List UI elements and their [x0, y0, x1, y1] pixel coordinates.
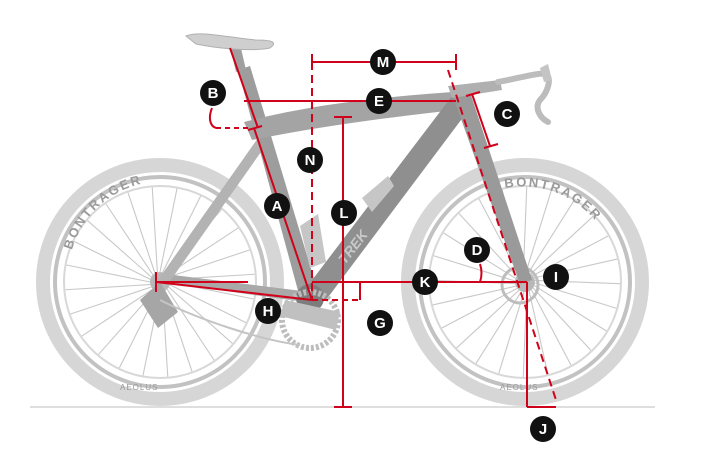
wheel-spoke	[105, 203, 154, 276]
measure-fork-axis	[447, 69, 557, 401]
wheel-spoke	[528, 290, 549, 375]
wheel-spoke	[525, 190, 552, 273]
svg-text:E: E	[374, 93, 384, 110]
svg-text:I: I	[554, 269, 558, 286]
handlebar	[448, 64, 552, 125]
wheel-spoke	[73, 240, 151, 280]
measure-c-line	[471, 93, 491, 147]
measurement-badges: A B C D E G H I J K L M N	[200, 49, 569, 442]
wheel-spoke	[168, 249, 250, 278]
measure-b-line	[229, 47, 259, 129]
badge-c: C	[494, 101, 520, 127]
saddle	[185, 33, 274, 72]
wheel-spoke	[166, 288, 215, 361]
wheel-spoke	[498, 291, 525, 374]
wheel-spoke	[127, 192, 156, 274]
svg-text:A: A	[272, 198, 283, 215]
wheel-spoke	[159, 188, 178, 273]
badge-m: M	[370, 49, 396, 75]
wheel-spoke	[70, 286, 152, 315]
svg-text:N: N	[305, 152, 316, 169]
badge-j: J	[530, 416, 556, 442]
front-hub-brand: AEOLUS	[500, 383, 538, 392]
wheel-spoke	[530, 215, 594, 275]
badge-d: D	[464, 237, 490, 263]
badge-h: H	[255, 298, 281, 324]
wheel-spoke	[528, 200, 575, 273]
wheel-spoke	[532, 235, 609, 277]
badge-a: A	[264, 193, 290, 219]
badge-b: B	[200, 80, 226, 106]
svg-text:L: L	[339, 205, 348, 222]
measure-c-tick-bottom	[483, 143, 499, 149]
svg-text:H: H	[263, 303, 274, 320]
measure-h-line-main	[155, 281, 313, 301]
wheel-spoke	[162, 195, 202, 273]
badge-l: L	[331, 200, 357, 226]
wheel-spoke	[534, 285, 607, 332]
svg-text:B: B	[208, 85, 219, 102]
measure-d-arc	[479, 263, 483, 283]
svg-text:G: G	[374, 315, 386, 332]
wheel-spoke	[169, 284, 247, 324]
measure-c-tick-top	[465, 91, 481, 97]
wheel-spoke	[530, 289, 572, 366]
svg-text:D: D	[472, 242, 483, 259]
badge-k: K	[412, 269, 438, 295]
wheel-spoke	[151, 187, 158, 273]
wheel-spoke	[81, 288, 154, 337]
svg-text:M: M	[377, 54, 390, 71]
svg-text:K: K	[420, 274, 431, 291]
badge-e: E	[366, 88, 392, 114]
svg-text:C: C	[502, 106, 513, 123]
wheel-spoke	[87, 220, 152, 278]
measure-b-arc	[208, 107, 217, 129]
wheel-spoke	[65, 284, 151, 291]
wheel-spoke	[532, 287, 592, 351]
badge-g: G	[367, 310, 393, 336]
drivetrain	[140, 282, 341, 351]
bottle-cage	[300, 176, 394, 268]
badge-i: I	[543, 264, 569, 290]
wheel-spoke	[534, 282, 617, 309]
wheel-spoke	[168, 286, 233, 344]
svg-text:J: J	[539, 421, 547, 438]
rear-hub-brand: AEOLUS	[120, 383, 158, 392]
wheel-spoke	[433, 255, 516, 282]
badge-n: N	[297, 147, 323, 173]
wheel-spoke	[66, 264, 151, 283]
measure-a-tick	[247, 125, 263, 131]
